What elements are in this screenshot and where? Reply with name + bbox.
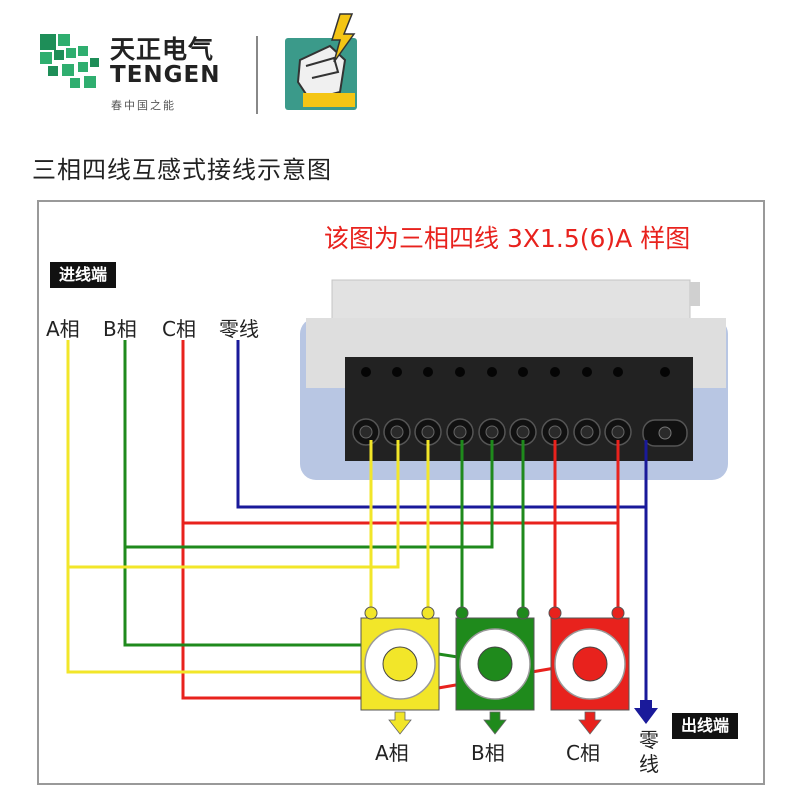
meter-terminal-block	[345, 357, 693, 461]
incoming-phase-c-label: C相	[162, 317, 196, 341]
ct-terminal	[516, 606, 530, 620]
terminal-screw-hole	[582, 367, 592, 377]
outgoing-phase-c-label: C相	[566, 741, 600, 765]
ct-conductor	[382, 646, 418, 682]
neutral-output-arrow-icon	[634, 700, 658, 724]
terminal-screw-hole	[392, 367, 402, 377]
current-transformer-c	[548, 606, 630, 711]
incoming-tag: 进线端	[50, 262, 117, 288]
brand-name-en: TENGEN	[110, 62, 221, 88]
terminal-screw-hole	[487, 367, 497, 377]
tengen-badge-icon	[285, 13, 357, 110]
sample-note: 该图为三相四线 3X1.5(6)A 样图	[324, 224, 691, 253]
phase-b-supply-wire	[123, 547, 380, 647]
terminal-screw-hole	[361, 367, 371, 377]
ct-terminal	[421, 606, 435, 620]
terminal-screw-hole	[613, 367, 623, 377]
current-transformer-b	[455, 606, 535, 711]
ct-terminal	[611, 606, 625, 620]
terminal-screw-hole	[550, 367, 560, 377]
brand-name-cn: 天正电气	[110, 35, 215, 64]
phase-a-supply-wire	[66, 567, 400, 674]
incoming-phase-a-label: A相	[46, 317, 80, 341]
phase-a-voltage-wire	[66, 340, 400, 569]
diagram-frame	[37, 200, 765, 785]
ct-conductor	[572, 646, 608, 682]
output-arrow-icon	[388, 711, 412, 735]
ct-terminal	[548, 606, 562, 620]
neutral-wire	[236, 340, 648, 509]
ct-conductor	[477, 646, 513, 682]
tengen-logo-icon	[40, 34, 99, 88]
incoming-phase-b-label: B相	[103, 317, 137, 341]
outgoing-phase-a-label: A相	[375, 741, 409, 765]
outgoing-tag: 出线端	[672, 713, 739, 739]
terminal-screw-hole	[518, 367, 528, 377]
output-arrow-icon	[578, 711, 602, 735]
page-title: 三相四线互感式接线示意图	[32, 156, 332, 184]
energy-meter	[300, 279, 728, 480]
terminal-screw-hole	[660, 367, 670, 377]
header-divider	[256, 36, 258, 114]
brand-slogan: 春中国之能	[111, 99, 176, 112]
output-arrow-icon	[483, 711, 507, 735]
incoming-neutral-label: 零线	[219, 317, 259, 341]
ct-terminal	[364, 606, 378, 620]
current-transformer-a	[360, 606, 440, 711]
outgoing-neutral-label: 零线	[639, 728, 659, 776]
ct-terminal	[455, 606, 469, 620]
terminal-screw-hole	[423, 367, 433, 377]
outgoing-phase-b-label: B相	[471, 741, 505, 765]
phase-b-voltage-wire	[123, 340, 494, 549]
terminal-screw-hole	[455, 367, 465, 377]
